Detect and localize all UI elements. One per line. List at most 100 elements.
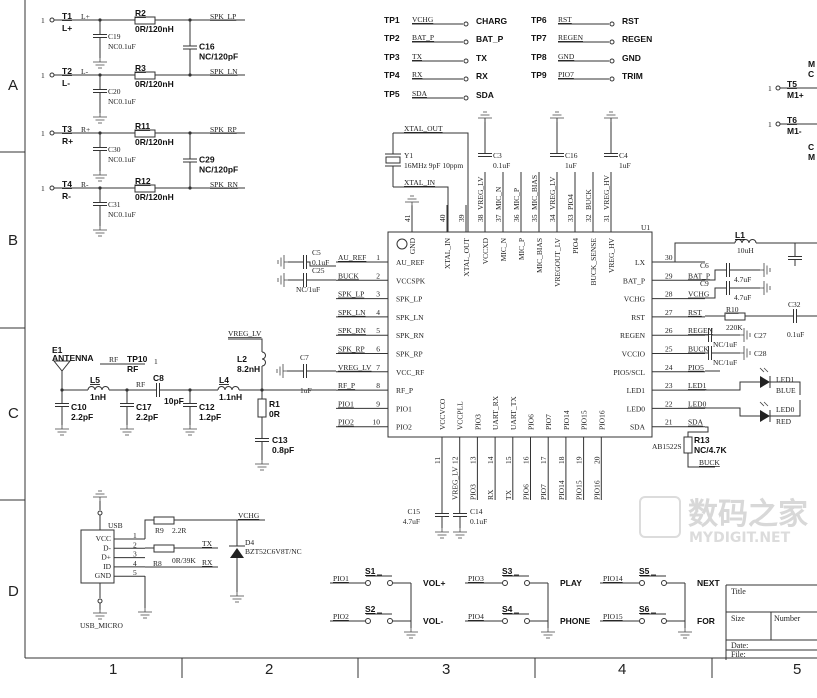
net-label: REGEN: [558, 33, 584, 42]
test-point-label: RF: [127, 364, 138, 374]
u1-body: [387, 231, 653, 438]
pin-name: MIC_BIAS: [535, 238, 544, 273]
button-function: NEXT: [697, 578, 720, 588]
pin-number: 22: [665, 399, 673, 408]
pin-name: MIC_P: [517, 238, 526, 260]
button-function: PLAY: [560, 578, 582, 588]
ground-icon: [255, 460, 269, 471]
inductor-ref: L5: [90, 375, 100, 385]
net-label: GND: [558, 52, 575, 61]
pin-number: 2: [133, 540, 137, 549]
pin-name: D-: [103, 543, 111, 552]
switch-ref: S6: [639, 604, 650, 614]
pin-name: VREGOUT_LV: [553, 237, 562, 286]
test-point-icon: [49, 130, 55, 136]
switch-contact-icon: [365, 618, 371, 624]
net-label: SPK_LP: [210, 12, 236, 21]
capacitor-ref: C14: [470, 507, 483, 516]
title-block-label: Date:: [731, 641, 748, 650]
ground-icon: [678, 628, 692, 639]
pin-number: 1: [768, 84, 772, 93]
net-label: PIO3: [468, 574, 484, 583]
test-point-icon: [463, 76, 469, 82]
pin-name: PIO15: [580, 410, 589, 430]
capacitor-value: 4.7uF: [734, 275, 751, 284]
ground-icon: [93, 58, 107, 69]
terminal-ref: T5: [787, 79, 797, 89]
net-label: TX: [412, 52, 423, 61]
capacitor-ref: C6: [700, 261, 709, 270]
net-label: VREG_HV: [602, 174, 611, 210]
net-label: VREG_LV: [476, 176, 485, 210]
pin-name: XTAL_OUT: [462, 238, 471, 277]
pin-number: 40: [438, 214, 447, 222]
pin-number: 1: [133, 531, 137, 540]
switch-contact-icon: [502, 618, 508, 624]
ground-icon: [276, 364, 287, 378]
ground-icon: [93, 609, 107, 620]
button-function: VOL+: [423, 578, 445, 588]
switch-ref: S5: [639, 566, 650, 576]
capacitor-ref: C17: [136, 402, 152, 412]
inductor-ref: L2: [237, 354, 247, 364]
net-label: L+: [81, 12, 90, 21]
pin-number: 31: [602, 214, 611, 222]
pin-number: 8: [376, 381, 380, 390]
button-function: FOR: [697, 616, 715, 626]
net-label: PIO6: [522, 484, 531, 500]
ground-icon: [55, 425, 69, 436]
crystal-ref: Y1: [404, 151, 413, 160]
net-label: RX: [412, 70, 423, 79]
pin-number: 18: [557, 456, 566, 464]
resistor-icon: [153, 544, 175, 553]
net-label: PIO15: [603, 612, 623, 621]
net-label: RX: [486, 489, 495, 500]
pin-name: LED0: [627, 404, 646, 413]
terminal-ref: T1: [62, 11, 72, 21]
ground-icon: [404, 628, 418, 639]
capacitor-icon: [120, 403, 134, 407]
antenna-label: ANTENNA: [52, 353, 94, 363]
capacitor-icon: [788, 256, 802, 260]
net-label: RST: [688, 308, 702, 317]
pin-number: 36: [512, 214, 521, 222]
ground-icon: [183, 425, 197, 436]
net-label: MIC_BIAS: [530, 175, 539, 210]
title-block-label: File:: [731, 650, 746, 659]
ground-icon: [604, 111, 618, 122]
terminal-ref: T3: [62, 124, 72, 134]
pin-name: REGEN: [620, 331, 646, 340]
light-rays-icon: [759, 367, 769, 407]
pushbutton-icon: [640, 574, 666, 577]
capacitor-icon: [478, 153, 492, 157]
capacitor-value: NC/1uF: [713, 358, 737, 367]
clipped-label: C: [808, 142, 814, 152]
pin-name: PIO1: [396, 404, 412, 413]
resistor-ref: R1: [269, 399, 280, 409]
capacitor-icon: [255, 438, 269, 442]
pin-number: 17: [539, 456, 548, 464]
capacitor-value: 0.1uF: [470, 517, 487, 526]
resistor-value: 2.2R: [172, 526, 186, 535]
title-block-label: Number: [774, 614, 801, 623]
pin-number: 33: [566, 214, 575, 222]
antenna-icon: [52, 360, 72, 372]
net-label: AU_REF: [338, 253, 366, 262]
test-point-ref: TP9: [531, 70, 547, 80]
resistor-icon: [257, 398, 267, 418]
capacitor-value: 4.7uF: [734, 293, 751, 302]
capacitor-value: 4.7uF: [403, 517, 420, 526]
row-label: C: [8, 405, 19, 422]
pin-number: 30: [665, 253, 673, 262]
net-label: PIO3: [468, 484, 477, 500]
net-label: SPK_RP: [338, 345, 365, 354]
pin-number: 23: [665, 381, 673, 390]
capacitor-icon: [604, 153, 618, 157]
resistor-ref: R10: [726, 305, 739, 314]
net-label: VCHG: [688, 290, 710, 299]
capacitor-value: 2.2pF: [136, 412, 158, 422]
pin-number: 38: [476, 214, 485, 222]
pin-number: 11: [433, 457, 442, 464]
clipped-label: M: [808, 152, 815, 162]
